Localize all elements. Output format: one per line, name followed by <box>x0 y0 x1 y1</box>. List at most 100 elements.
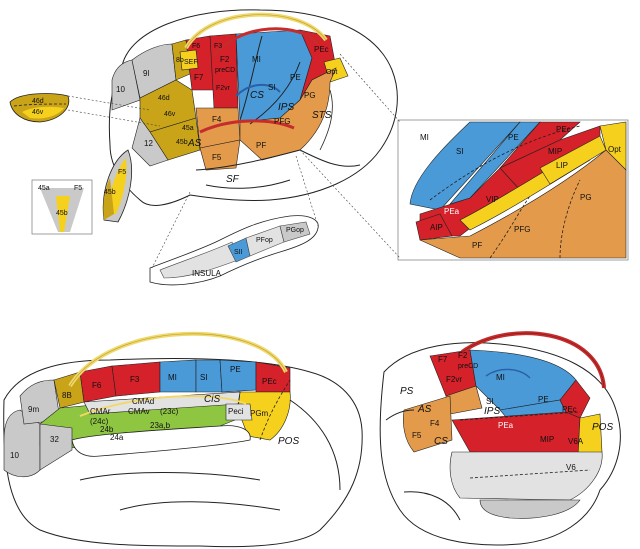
medial-POS <box>259 379 291 441</box>
label-F4: F4 <box>212 115 222 124</box>
medial-area-MI <box>159 359 197 393</box>
inset-46-connector <box>67 95 151 111</box>
ips-box-divider <box>429 125 581 201</box>
posterior-label-IPS: IPS <box>484 406 500 417</box>
inset-45-label-45b: 45b <box>56 210 68 217</box>
inset-46-label-46v: 46v <box>32 109 44 116</box>
medial-area-PGm <box>237 391 291 441</box>
posterior-sulcus <box>459 411 581 421</box>
posterior-label-preCD: preCD <box>458 363 478 370</box>
label-12: 12 <box>144 139 153 148</box>
label-MI: MI <box>252 55 261 64</box>
posterior-label-F4: F4 <box>430 419 440 428</box>
medial-label-MI: MI <box>168 373 177 382</box>
insula-PGop <box>279 221 311 243</box>
label-PG: PG <box>304 91 316 100</box>
sts-sulcus <box>319 89 333 151</box>
ips-box-label-PEc: PEc <box>556 125 571 134</box>
label-8b: 8b <box>176 57 184 64</box>
posterior-label-F5: F5 <box>412 431 422 440</box>
medial-label-SI: SI <box>200 373 208 382</box>
inset-46-divider <box>13 103 67 107</box>
posterior-label-SI: SI <box>486 397 494 406</box>
insula-connector <box>295 155 319 227</box>
medial-label-24a: 24a <box>110 433 124 442</box>
medial-yellow-arc-inner <box>79 395 247 417</box>
label-STS: STS <box>312 110 332 121</box>
label-F2vr: F2vr <box>216 85 231 92</box>
ips-box-label-MIP: MIP <box>548 147 562 156</box>
inset-46-label-46d: 46d <box>32 98 44 105</box>
ips-box-PG-PF <box>419 149 627 259</box>
ips-box-label-Opt: Opt <box>608 145 622 154</box>
medial-label-PEc: PEc <box>262 377 277 386</box>
ips-box-SI <box>409 121 521 211</box>
posterior-label-MI: MI <box>496 373 505 382</box>
posterior-label-V6: V6 <box>566 463 576 472</box>
insula-title: INSULA <box>192 269 222 278</box>
label-46d: 46d <box>158 95 170 102</box>
posterior-label-CS: CS <box>434 436 448 447</box>
inset-insula: INSULA SII PFop PGop <box>149 155 319 286</box>
gyrus-line <box>205 179 291 189</box>
gyrus-line <box>299 149 361 167</box>
ips-box-label-PEa: PEa <box>444 207 460 216</box>
lateral-view: 9l 10 8b 46d 46v 45a 45b 12 AS F6 F3 F7 … <box>108 9 398 206</box>
label-F2: F2 <box>220 55 230 64</box>
posterior-label-F2vr: F2vr <box>446 375 462 384</box>
ips-box-label-PE: PE <box>508 133 519 142</box>
medial-label-CMAd: CMAd <box>132 397 154 406</box>
ips-box-label-AIP: AIP <box>430 223 443 232</box>
medial-brain-outline <box>3 358 363 548</box>
inset-45b-yellow <box>109 158 127 214</box>
posterior-area-V6A <box>577 413 603 457</box>
medial-label-10: 10 <box>10 451 19 460</box>
medial-label-PGm: PGm <box>250 409 269 418</box>
label-CS: CS <box>250 90 264 101</box>
label-Opt: Opt <box>326 69 337 76</box>
label-PFG: PFG <box>274 117 290 126</box>
medial-gyrus-line <box>119 501 281 511</box>
red-fiber-arc <box>212 27 320 57</box>
medial-gyrus-line <box>79 472 261 481</box>
medial-label-F6: F6 <box>92 381 102 390</box>
posterior-area-PEc <box>559 379 591 419</box>
medial-label-32: 32 <box>50 435 59 444</box>
label-45a: 45a <box>182 125 194 132</box>
inset-45b-olive <box>103 178 114 220</box>
ips-box-label-SI: SI <box>456 147 464 156</box>
posterior-grey-lower <box>479 499 581 519</box>
ips-box-connector <box>339 53 401 123</box>
posterior-label-PE: PE <box>538 395 549 404</box>
medial-area-8B <box>53 371 85 409</box>
medial-label-23c: (23c) <box>160 407 179 416</box>
label-F3: F3 <box>214 43 222 50</box>
blue-fiber-arc <box>235 84 281 97</box>
medial-label-CiS: CiS <box>204 394 220 405</box>
label-10: 10 <box>116 85 125 94</box>
medial-yellow-arc-outline <box>69 333 287 387</box>
inset-45: 45a 45b F5 <box>31 179 93 235</box>
ips-box-label-VIP: VIP <box>486 195 499 204</box>
label-PE: PE <box>290 73 301 82</box>
inset-45-yellow <box>56 196 70 232</box>
insula-label-SII: SII <box>234 249 243 256</box>
ips-box-divider <box>559 179 581 259</box>
posterior-label-F7: F7 <box>438 355 448 364</box>
inset-45-label-45a: 45a <box>38 185 50 192</box>
red-fiber-arc-lower <box>199 119 295 134</box>
label-AS: AS <box>187 138 202 149</box>
insula-label-PGop: PGop <box>286 227 304 234</box>
medial-label-CMAr: CMAr <box>90 407 111 416</box>
posterior-label-PEa: PEa <box>498 421 514 430</box>
inset-45b-label-45b: 45b <box>104 189 116 196</box>
label-F6: F6 <box>192 43 200 50</box>
inset-46-connector <box>67 109 161 127</box>
medial-label-8B: 8B <box>62 391 72 400</box>
label-9l: 9l <box>143 69 149 78</box>
medial-label-24c: (24c) <box>90 417 109 426</box>
inset-46: 46d 46v <box>9 93 161 127</box>
medial-label-POS: POS <box>278 436 299 447</box>
medial-label-24b: 24b <box>100 425 114 434</box>
medial-label-23ab: 23a,b <box>150 421 171 430</box>
